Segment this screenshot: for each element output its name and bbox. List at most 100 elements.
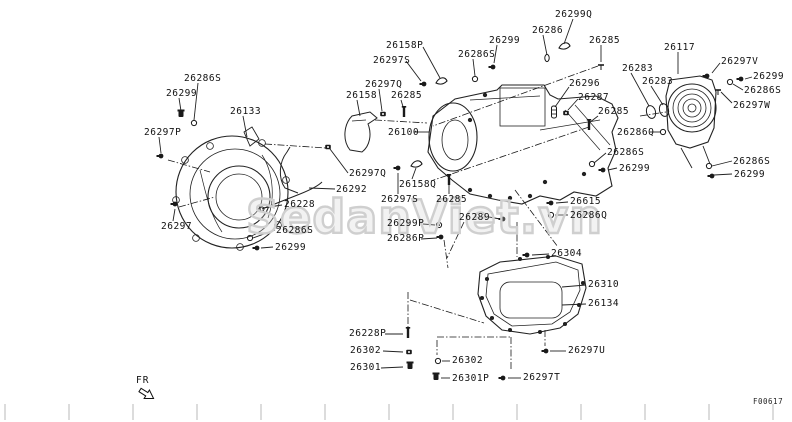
bolt-fastener-icon — [436, 234, 444, 240]
fr-direction-label: FR — [136, 375, 150, 386]
part-label: 26297P — [144, 127, 182, 138]
bolt-fastener-icon — [598, 167, 606, 173]
bell-housing — [172, 126, 290, 251]
part-label: 26286 — [532, 25, 564, 36]
part-label: 26299 — [166, 88, 198, 99]
part-label: 26299 — [734, 169, 766, 180]
bottom-scale-ticks — [4, 404, 774, 420]
part-label: 26310 — [588, 279, 620, 290]
part-label: 26286Q — [617, 127, 655, 138]
part-label: 26297 — [161, 221, 193, 232]
part-label: 26299 — [619, 163, 651, 174]
bolt-fastener-icon — [522, 252, 530, 258]
part-label: 26286Q — [570, 210, 608, 221]
clip-fastener-icon — [410, 160, 423, 168]
ringL-fastener-icon — [645, 105, 657, 119]
part-label: 26286P — [387, 233, 425, 244]
part-label: 26133 — [230, 106, 262, 117]
leader-lines — [158, 18, 753, 379]
bolt-fastener-icon — [393, 165, 401, 171]
ring-fastener-icon — [726, 78, 734, 86]
ring-fastener-icon — [190, 119, 198, 127]
main-case-26100 — [427, 84, 619, 205]
part-label: 26301 — [350, 362, 382, 373]
nut-fastener-icon — [563, 110, 569, 116]
plug-fastener-icon — [406, 361, 414, 369]
stud-fastener-icon — [598, 64, 604, 70]
plug-fastener-icon — [432, 372, 440, 380]
part-label: 26228P — [349, 328, 387, 339]
ring-fastener-icon — [471, 75, 479, 83]
sensor-fastener-icon — [551, 105, 557, 119]
part-label: 26286S — [276, 225, 314, 236]
part-label: 26117 — [664, 42, 696, 53]
nut-fastener-icon — [325, 144, 331, 150]
bolt-fastener-icon — [707, 173, 715, 179]
clip-fastener-icon — [558, 42, 571, 50]
part-label: 26286S — [607, 147, 645, 158]
part-label: 26285 — [436, 194, 468, 205]
bolt-fastener-icon — [156, 153, 164, 159]
pin-fastener-icon — [446, 174, 452, 185]
bolt-fastener-icon — [488, 64, 496, 70]
part-label: 26297Q — [349, 168, 387, 179]
bolt-fastener-icon — [702, 73, 710, 79]
bolt-fastener-icon — [170, 201, 178, 207]
part-label: 26283 — [622, 63, 654, 74]
part-label: 26100 — [388, 127, 420, 138]
part-label: 26134 — [588, 298, 620, 309]
ring-fastener-icon — [588, 160, 596, 168]
part-label: 26286S — [184, 73, 222, 84]
part-label: 26285 — [391, 90, 423, 101]
part-label: 26296 — [569, 78, 601, 89]
ring-fastener-icon — [705, 162, 713, 170]
part-label: 26286S — [744, 85, 782, 96]
bolt-fastener-icon — [419, 81, 427, 87]
stud-fastener-icon — [715, 89, 721, 95]
part-label: 26297W — [733, 100, 771, 111]
oval-fastener-icon — [544, 53, 550, 63]
center-lines — [167, 65, 667, 370]
nut-fastener-icon — [406, 349, 412, 355]
part-label: 26297S — [373, 55, 411, 66]
ring-fastener-icon — [246, 234, 254, 242]
bolt-fastener-icon — [498, 216, 506, 222]
part-label: 26158Q — [399, 179, 437, 190]
clip-fastener-icon — [435, 77, 448, 85]
part-label: 26301P — [452, 373, 490, 384]
oil-pan — [477, 254, 587, 335]
ring-fastener-icon — [547, 211, 555, 219]
part-label: 26158P — [386, 40, 424, 51]
bolt-fastener-icon — [736, 76, 744, 82]
part-label: 26615 — [570, 196, 602, 207]
part-label: 26292 — [336, 184, 368, 195]
bolt-fastener-icon — [252, 245, 260, 251]
part-label: 26297S — [381, 194, 419, 205]
part-label: 26299 — [753, 71, 785, 82]
pin-fastener-icon — [405, 327, 411, 338]
bolt-fastener-icon — [546, 200, 554, 206]
part-label: 26302 — [452, 355, 484, 366]
rod-26292 — [279, 146, 299, 194]
bolt-fastener-icon — [498, 375, 506, 381]
part-label: 26158 — [346, 90, 378, 101]
plug-fastener-icon — [177, 109, 185, 117]
part-label: 26289 — [459, 212, 491, 223]
part-label: 26299 — [489, 35, 521, 46]
part-label: 26302 — [350, 345, 382, 356]
ringdot-fastener-icon — [435, 221, 443, 229]
part-label: 26285 — [589, 35, 621, 46]
part-label: 26283 — [642, 76, 674, 87]
bracket-26158 — [344, 111, 378, 153]
fr-arrow — [138, 387, 155, 399]
ring-fastener-icon — [659, 128, 667, 136]
ring-fastener-icon — [434, 357, 442, 365]
part-label: 26297U — [568, 345, 606, 356]
part-label: 26297Q — [365, 79, 403, 90]
ringL-fastener-icon — [658, 103, 670, 117]
figure-code: F00617 — [753, 397, 784, 406]
lever-26133 — [243, 126, 260, 147]
